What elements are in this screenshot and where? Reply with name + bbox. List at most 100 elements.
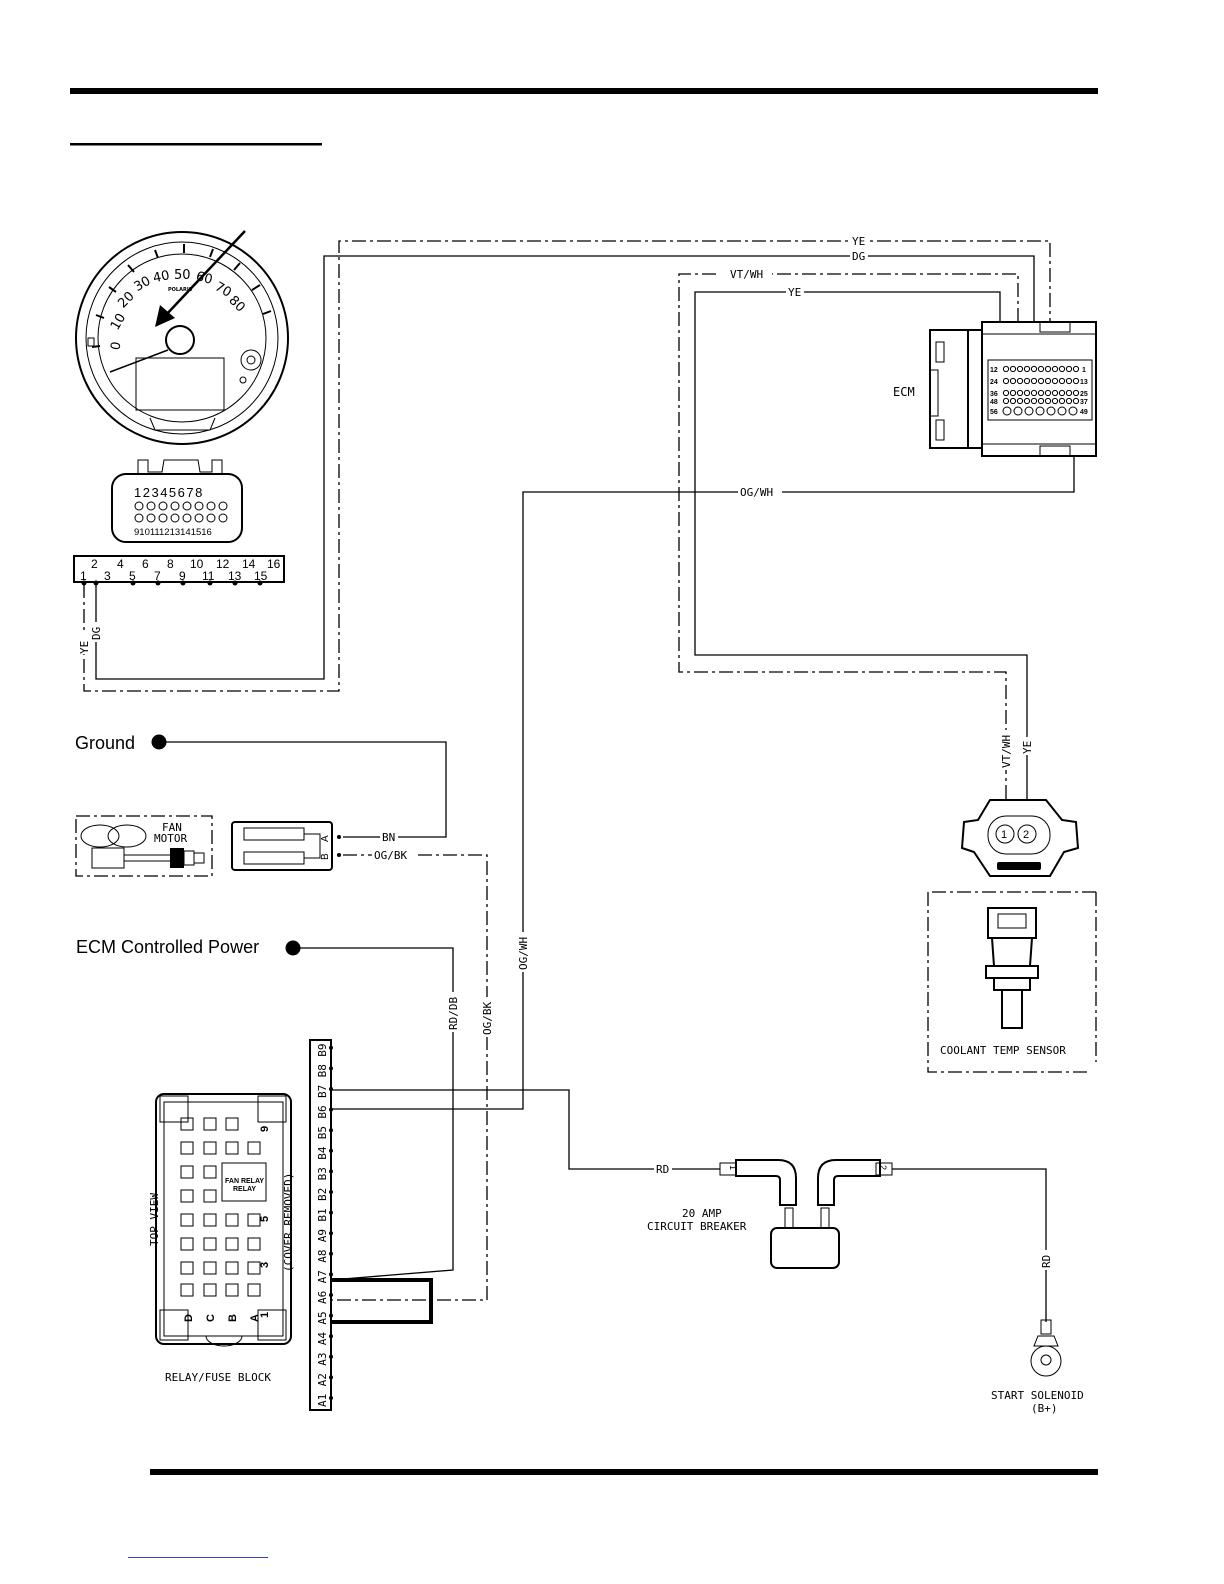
gauge-pin-7: 7 bbox=[154, 569, 161, 583]
terminal-b9: B9 bbox=[316, 1044, 329, 1057]
gauge-pin-8: 8 bbox=[167, 557, 174, 571]
gauge-connector: 12345678 910111213141516 bbox=[111, 459, 243, 543]
label-ye-sensor: YE bbox=[1021, 741, 1034, 754]
ecm-row-left-1: 12 bbox=[990, 367, 998, 374]
ecm-row-right-3: 25 bbox=[1080, 391, 1088, 398]
fan-motor-label-1: FAN bbox=[162, 821, 182, 834]
terminal-b4: B4 bbox=[316, 1146, 329, 1160]
label-og-bk-top: OG/BK bbox=[374, 849, 407, 862]
label-rd-solenoid: RD bbox=[1040, 1255, 1053, 1268]
terminal-a7: A7 bbox=[316, 1270, 329, 1283]
gauge-pin-12: 12 bbox=[216, 557, 230, 571]
wire-og-wh-ecm-relay bbox=[331, 456, 1075, 1110]
ecm-power-label: ECM Controlled Power bbox=[76, 937, 259, 957]
speed-scale-60: 60 bbox=[194, 269, 214, 288]
coolant-sensor-label: COOLANT TEMP SENSOR bbox=[940, 1044, 1066, 1057]
sensor-pin-2: 2 bbox=[1023, 829, 1029, 841]
gauge-pin-11: 11 bbox=[202, 569, 215, 583]
ecm-row-left-2: 24 bbox=[990, 379, 998, 386]
ground-label: Ground bbox=[75, 733, 135, 753]
gauge-connector-row2: 910111213141516 bbox=[134, 527, 212, 538]
gauge-pin-16: 16 bbox=[267, 557, 281, 571]
terminal-pin-b9 bbox=[329, 1045, 333, 1050]
terminal-a9: A9 bbox=[316, 1229, 329, 1242]
start-solenoid-label-1: START SOLENOID bbox=[991, 1389, 1084, 1402]
ecm-module: 12 24 36 48 56 1 13 25 37 49 bbox=[929, 321, 1097, 457]
terminal-pin-a5 bbox=[329, 1313, 333, 1318]
wire-rd-db bbox=[293, 947, 454, 1281]
breaker-label-2: CIRCUIT BREAKER bbox=[647, 1220, 747, 1233]
label-ye-top: YE bbox=[852, 235, 865, 248]
terminal-b3: B3 bbox=[316, 1167, 329, 1180]
ecm-row-right-4: 37 bbox=[1080, 399, 1088, 406]
gauge-pin-10: 10 bbox=[190, 557, 204, 571]
label-og-bk-vertical: OG/BK bbox=[481, 1002, 494, 1035]
terminal-pin-a3 bbox=[329, 1354, 333, 1359]
sensor-pin-1: 1 bbox=[1001, 829, 1007, 841]
terminal-pin-a9 bbox=[329, 1231, 333, 1236]
terminal-pin-b2 bbox=[329, 1190, 333, 1194]
fan-relay-label: FAN RELAY bbox=[225, 1178, 264, 1185]
speed-scale-70: 70 bbox=[212, 279, 234, 300]
label-vt-wh-sensor: VT/WH bbox=[1000, 735, 1013, 768]
terminal-b6: B6 bbox=[316, 1105, 329, 1118]
fan-motor-label-2: MOTOR bbox=[154, 832, 187, 845]
speedometer-brand: POLARIS bbox=[168, 287, 193, 293]
terminal-a1: A1 bbox=[316, 1394, 329, 1407]
terminal-pin-b6 bbox=[329, 1107, 333, 1112]
terminal-pin-b1 bbox=[329, 1210, 333, 1215]
wire-rd-relay-breaker bbox=[331, 1089, 720, 1170]
block-letter-c: C bbox=[205, 1314, 217, 1322]
label-og-wh-vertical: OG/WH bbox=[517, 937, 530, 970]
gauge-pin-14: 14 bbox=[242, 557, 256, 571]
ecm-row-left-3: 36 bbox=[990, 391, 998, 398]
wire-vt-wh-ecm-sensor bbox=[678, 273, 1019, 800]
top-view-label: TOP VIEW bbox=[148, 1193, 161, 1246]
block-letter-b: B bbox=[227, 1314, 239, 1322]
coolant-sensor-icon bbox=[927, 891, 1097, 1073]
terminal-pin-a2 bbox=[329, 1375, 333, 1380]
breaker-pin-2: 2 bbox=[878, 1165, 888, 1170]
speed-scale-30: 30 bbox=[132, 274, 154, 295]
block-letter-a: A bbox=[249, 1314, 261, 1322]
relay-label: RELAY bbox=[233, 1186, 256, 1193]
block-number-1: 1 bbox=[259, 1312, 271, 1318]
arrow-icon bbox=[155, 230, 246, 327]
terminal-pin-b8 bbox=[329, 1066, 333, 1071]
terminal-a4: A4 bbox=[316, 1332, 329, 1346]
relay-fuse-block: FAN RELAY RELAY D C B A 9 5 3 1 bbox=[155, 1093, 292, 1347]
terminal-a3: A3 bbox=[316, 1353, 329, 1366]
fan-relay bbox=[221, 1162, 267, 1202]
terminal-pin-a1 bbox=[329, 1396, 333, 1400]
gauge-pin-5: 5 bbox=[129, 569, 136, 583]
terminal-strip bbox=[309, 1039, 332, 1411]
terminal-pin-a8 bbox=[329, 1251, 333, 1256]
terminal-a6: A6 bbox=[316, 1291, 329, 1304]
ecm-row-left-5: 56 bbox=[990, 409, 998, 416]
label-bn: BN bbox=[382, 831, 395, 844]
terminal-b1: B1 bbox=[316, 1208, 329, 1221]
section-underline bbox=[70, 143, 322, 146]
gauge-connector-row1: 12345678 bbox=[134, 485, 204, 500]
gauge-pin-13: 13 bbox=[228, 569, 242, 583]
terminal-a8: A8 bbox=[316, 1250, 329, 1263]
gauge-pin-1: 1 bbox=[80, 569, 87, 583]
wire-ye-ecm-sensor bbox=[694, 291, 1028, 800]
footer-rule bbox=[150, 1469, 1098, 1475]
speed-scale-0: 0 bbox=[108, 341, 124, 352]
header-rule bbox=[70, 88, 1098, 94]
terminal-b7: B7 bbox=[316, 1085, 329, 1098]
label-rd-db: RD/DB bbox=[447, 997, 460, 1030]
ecm-label: ECM bbox=[893, 385, 915, 399]
speed-scale-50: 50 bbox=[174, 268, 191, 283]
cover-removed-label: (COVER REMOVED) bbox=[282, 1173, 295, 1272]
speed-scale-40: 40 bbox=[152, 268, 171, 286]
label-ye-ecm: YE bbox=[788, 286, 801, 299]
gauge-pin-15: 15 bbox=[254, 569, 268, 583]
terminal-pin-a6 bbox=[329, 1293, 333, 1297]
fan-pin-b: B bbox=[320, 853, 331, 860]
block-number-3: 3 bbox=[259, 1262, 271, 1268]
ecm-row-right-5: 49 bbox=[1080, 409, 1088, 416]
ecm-row-left-4: 48 bbox=[990, 399, 998, 406]
fan-connector: A B bbox=[231, 821, 341, 871]
